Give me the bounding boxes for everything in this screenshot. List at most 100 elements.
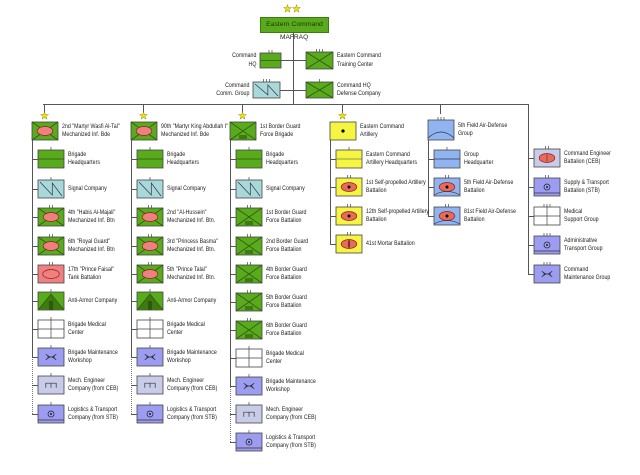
connector-line	[32, 274, 38, 275]
unit-label: Anti-Armor Company	[167, 297, 216, 306]
connector-line	[131, 301, 137, 302]
label-line: Brigade	[266, 150, 285, 158]
label-line: HQ	[248, 60, 256, 68]
unit-antiarmor: Anti-Armor Company	[37, 289, 117, 311]
label-line: 5th Field Air-Defense	[464, 178, 514, 186]
connector-line	[230, 330, 236, 331]
connector-line	[32, 329, 38, 330]
connector-line	[528, 274, 534, 275]
label-line: Company (from CEB)	[266, 414, 317, 421]
connector-line	[293, 32, 294, 104]
connector-line	[230, 386, 236, 387]
label-line: Transport Group	[564, 245, 603, 252]
connector-line	[43, 104, 529, 105]
label-line: Eastern Command	[366, 150, 410, 158]
unit-label: 2nd "Al-Hussein"Mechanized Inf. Btn.	[167, 209, 215, 226]
connector-line	[528, 158, 534, 159]
connector-line	[131, 414, 137, 415]
connector-line	[32, 357, 38, 358]
label-line: Signal Company	[167, 184, 206, 192]
label-line: 5th Border Guard	[266, 293, 307, 301]
unit-label: 41st Mortar Battalion	[366, 240, 415, 249]
label-line: Command	[224, 81, 249, 89]
label-line: 1st Self-propelled Artillery	[366, 178, 426, 186]
connector-line	[131, 385, 137, 386]
label-line: Battalion (CEB)	[564, 158, 601, 165]
unit-mech: 2nd "Al-Hussein"Mechanized Inf. Btn.	[136, 205, 215, 227]
unit-signal: Signal Company	[235, 177, 305, 199]
connector-line	[330, 140, 331, 244]
rank-stars: ★★	[283, 4, 301, 15]
unit-mech: 2nd "Martyr Wasfi Al-Tal"Mechanized Inf.…	[31, 121, 120, 141]
connector-line	[330, 187, 336, 188]
connector-line	[330, 159, 336, 160]
label-line: Maintenance Group	[564, 274, 611, 281]
label-line: Center	[266, 358, 282, 365]
connector-line	[131, 140, 132, 357]
unit-antiarmor: Anti-Armor Company	[136, 289, 216, 311]
label-line: 6th "Royal Guard"	[68, 237, 111, 245]
label-line: Mech. Engineer	[68, 376, 105, 384]
unit-mech: 5th "Prince Talal"Mechanized Inf. Btn.	[136, 262, 215, 284]
connector-line	[230, 140, 231, 386]
connector-line	[230, 159, 236, 160]
connector-line	[293, 60, 306, 61]
label-line: Headquarters	[68, 159, 100, 166]
label-line: Force Battalion	[266, 217, 302, 224]
connector-line	[32, 159, 38, 160]
connector-line	[230, 442, 236, 443]
label-line: 17th "Prince Faisal"	[68, 265, 114, 273]
label-line: Force Battalion	[266, 274, 302, 281]
label-line: Group	[464, 150, 479, 158]
label-line: Battalion (STB)	[564, 187, 600, 194]
connector-line	[342, 104, 343, 114]
connector-line	[330, 244, 336, 245]
label-line: Brigade Medical	[167, 320, 205, 328]
connector-line	[428, 187, 434, 188]
label-line: Force Battalion	[266, 302, 302, 309]
label-line: Mechanized Inf. Btn	[68, 217, 115, 224]
connector-line	[281, 60, 293, 61]
connector-line	[230, 246, 236, 247]
connector-line	[428, 216, 434, 217]
label-line: 2nd "Martyr Wasfi Al-Tal"	[62, 122, 120, 130]
label-line: Signal Company	[266, 184, 305, 192]
connector-line	[528, 216, 534, 217]
connector-line	[528, 245, 534, 246]
label-line: Support Group	[564, 216, 599, 223]
connector-line	[143, 104, 144, 114]
